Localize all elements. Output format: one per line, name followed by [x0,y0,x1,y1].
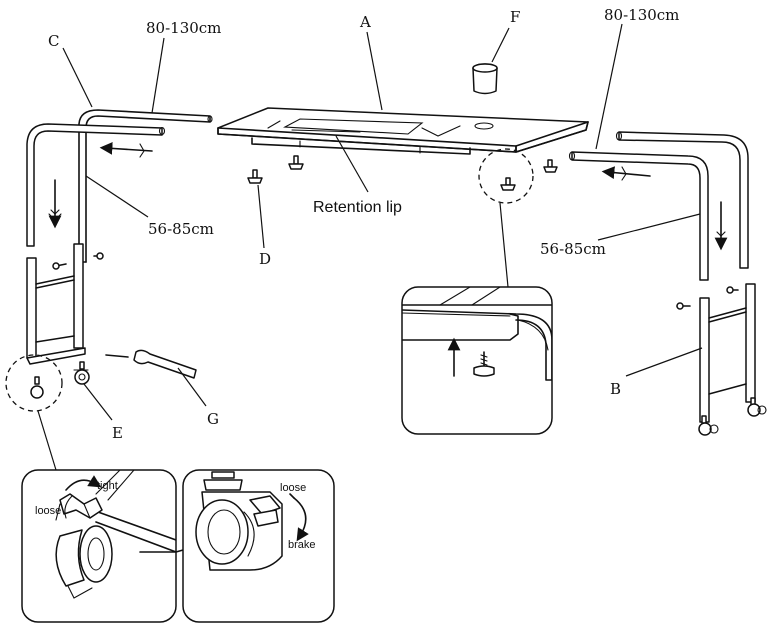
label-g: G [207,410,219,428]
brake-label: brake [288,539,316,551]
table-top-part-a [217,31,589,193]
label-e: E [112,424,123,442]
right-upper-frame [568,23,749,281]
label-b: B [610,380,621,398]
retention-lip-detail-panel [401,286,553,435]
detail-callout-circle-top [478,148,534,204]
caster-brake-detail-panel [182,469,335,623]
label-a: A [359,13,371,31]
label-c: C [48,32,59,50]
retention-lip-label: Retention lip [313,199,402,216]
height-label-left: 56-85cm [148,220,214,238]
left-lower-frame [26,243,104,399]
detail-callout-circle-left [5,354,63,412]
label-f: F [510,8,520,26]
right-lower-frame-part-b [625,283,767,436]
wrench-part-g [105,349,207,407]
left-upper-frame-part-c [26,37,213,263]
leveling-feet-part-d [247,155,558,249]
label-d: D [259,250,271,268]
arrow-left-icon [99,142,153,158]
height-label-right: 56-85cm [540,240,606,258]
caster-tighten-detail-panel [21,469,177,623]
caster-part-e [73,361,113,421]
loose-label-right: loose [280,482,306,494]
tight-label: tight [97,480,118,492]
length-label-right: 80-130cm [604,6,679,24]
length-label-left: 80-130cm [146,19,221,37]
cup-holder-part-f [472,27,510,95]
loose-label-left: loose [35,505,61,517]
arrow-down-icon [714,201,728,251]
arrow-down-icon [48,179,62,229]
arrow-left-icon [601,166,651,181]
